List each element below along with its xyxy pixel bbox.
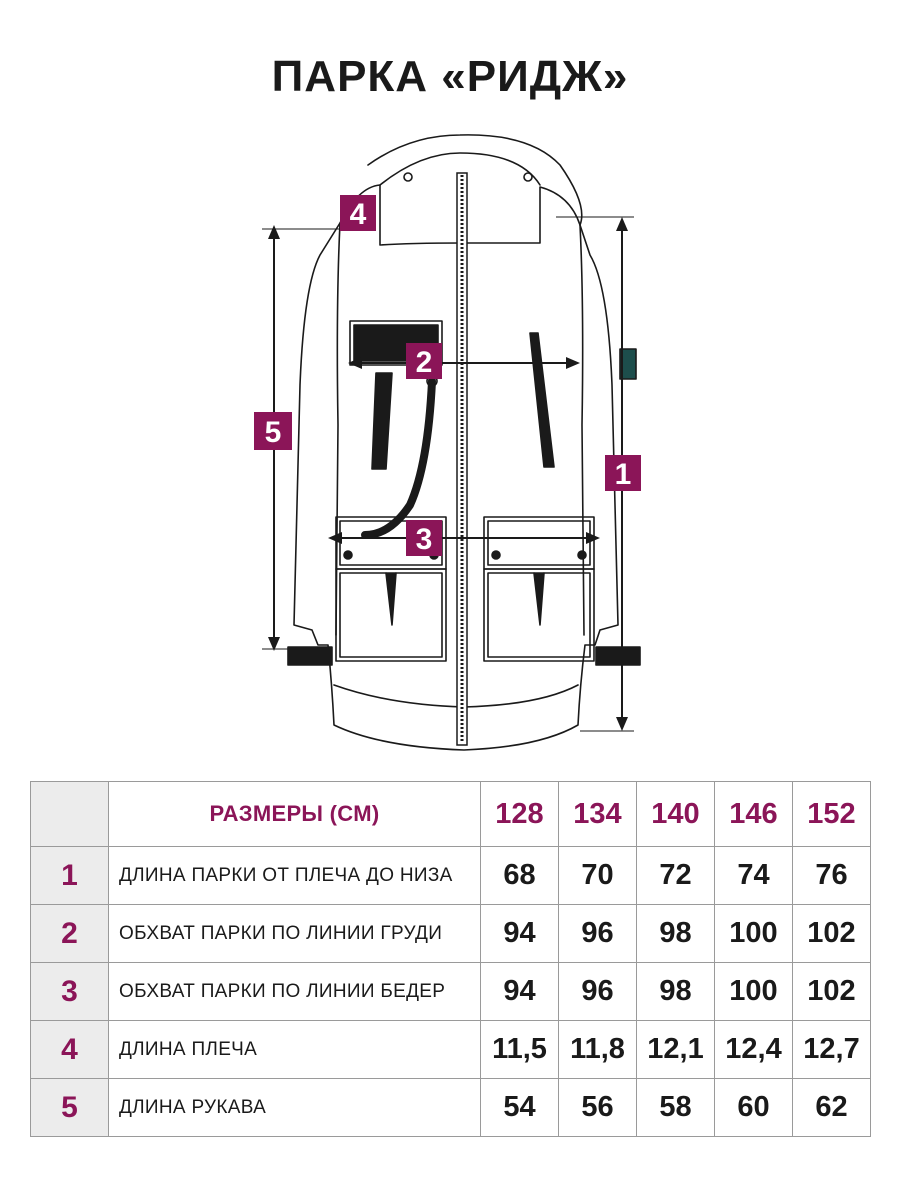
page-title: ПАРКА «РИДЖ»	[271, 52, 629, 101]
marker-5: 5	[254, 412, 292, 450]
svg-text:2: 2	[416, 346, 433, 379]
row-label: ДЛИНА ПЛЕЧА	[108, 1020, 481, 1079]
row-value: 98	[636, 962, 715, 1021]
row-value: 94	[480, 962, 559, 1021]
size-table-header: РАЗМЕРЫ (СМ) 128 134 140 146 152	[30, 781, 871, 847]
row-label: ОБХВАТ ПАРКИ ПО ЛИНИИ БЕДЕР	[108, 962, 481, 1021]
row-value: 100	[714, 904, 793, 963]
row-value: 58	[636, 1078, 715, 1137]
table-row: 1 ДЛИНА ПАРКИ ОТ ПЛЕЧА ДО НИЗА 68 70 72 …	[30, 846, 871, 905]
size-140: 140	[636, 781, 715, 847]
marker-1: 1	[605, 455, 641, 491]
header-corner	[30, 781, 109, 847]
table-row: 2 ОБХВАТ ПАРКИ ПО ЛИНИИ ГРУДИ 94 96 98 1…	[30, 904, 871, 963]
row-value: 76	[792, 846, 871, 905]
hood-outline	[367, 134, 583, 226]
row-value: 11,5	[480, 1020, 559, 1079]
row-value: 56	[558, 1078, 637, 1137]
row-number: 2	[30, 904, 109, 963]
table-row: 3 ОБХВАТ ПАРКИ ПО ЛИНИИ БЕДЕР 94 96 98 1…	[30, 962, 871, 1021]
row-value: 12,1	[636, 1020, 715, 1079]
row-value: 72	[636, 846, 715, 905]
row-value: 68	[480, 846, 559, 905]
marker-4: 4	[340, 195, 376, 231]
body-outline	[293, 184, 619, 751]
parka-diagram: 4 2 5 1 3	[240, 125, 670, 765]
sizes-label: РАЗМЕРЫ (СМ)	[108, 781, 481, 847]
hood-inner	[379, 152, 541, 186]
svg-text:1: 1	[615, 458, 632, 491]
marker-2: 2	[406, 343, 442, 379]
row-value: 102	[792, 904, 871, 963]
row-value: 12,4	[714, 1020, 793, 1079]
row-label: ДЛИНА РУКАВА	[108, 1078, 481, 1137]
size-table: РАЗМЕРЫ (СМ) 128 134 140 146 152 1 ДЛИНА…	[30, 781, 871, 1137]
svg-text:5: 5	[265, 416, 282, 449]
svg-text:3: 3	[416, 523, 433, 556]
row-value: 54	[480, 1078, 559, 1137]
table-row: 5 ДЛИНА РУКАВА 54 56 58 60 62	[30, 1078, 871, 1137]
row-number: 1	[30, 846, 109, 905]
parka-illustration: 4 2 5 1 3	[254, 134, 641, 751]
row-number: 5	[30, 1078, 109, 1137]
row-value: 70	[558, 846, 637, 905]
size-152: 152	[792, 781, 871, 847]
row-value: 96	[558, 904, 637, 963]
row-label: ОБХВАТ ПАРКИ ПО ЛИНИИ ГРУДИ	[108, 904, 481, 963]
row-value: 102	[792, 962, 871, 1021]
marker-3: 3	[406, 520, 442, 556]
size-134: 134	[558, 781, 637, 847]
row-value: 12,7	[792, 1020, 871, 1079]
svg-text:4: 4	[350, 198, 367, 231]
row-label: ДЛИНА ПАРКИ ОТ ПЛЕЧА ДО НИЗА	[108, 846, 481, 905]
row-value: 96	[558, 962, 637, 1021]
row-value: 62	[792, 1078, 871, 1137]
row-value: 98	[636, 904, 715, 963]
row-number: 3	[30, 962, 109, 1021]
table-row: 4 ДЛИНА ПЛЕЧА 11,5 11,8 12,1 12,4 12,7	[30, 1020, 871, 1079]
size-128: 128	[480, 781, 559, 847]
size-146: 146	[714, 781, 793, 847]
row-number: 4	[30, 1020, 109, 1079]
row-value: 11,8	[558, 1020, 637, 1079]
row-value: 60	[714, 1078, 793, 1137]
row-value: 94	[480, 904, 559, 963]
row-value: 74	[714, 846, 793, 905]
row-value: 100	[714, 962, 793, 1021]
